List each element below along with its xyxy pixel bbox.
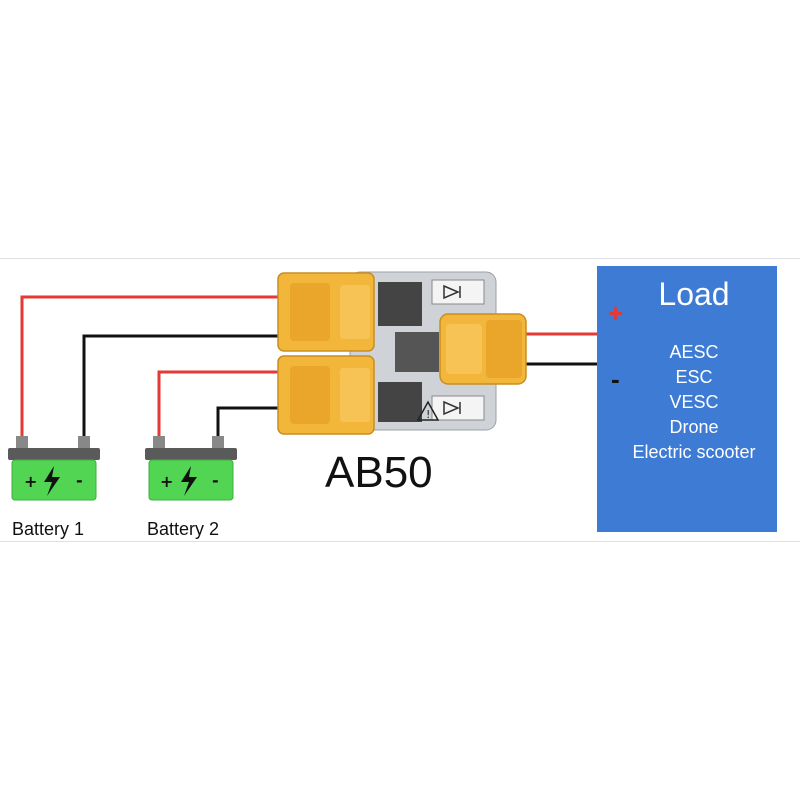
battery-2-label: Battery 2 bbox=[147, 519, 220, 539]
list-item: ESC bbox=[675, 367, 713, 387]
positive-symbol: + bbox=[608, 298, 624, 328]
ab50-module: ! bbox=[277, 271, 527, 435]
load-box: Load AESC ESC VESC Drone Electric scoote… bbox=[597, 266, 777, 532]
negative-symbol: - bbox=[611, 364, 620, 394]
svg-text:-: - bbox=[212, 471, 219, 490]
battery2-negative-wire bbox=[216, 406, 290, 442]
battery2-positive-wire bbox=[157, 370, 290, 442]
battery-1-label: Battery 1 bbox=[12, 519, 85, 539]
battery-1-icon: + - bbox=[8, 436, 100, 501]
svg-text:!: ! bbox=[426, 408, 430, 421]
battery1-negative-wire bbox=[82, 334, 290, 442]
output-connector bbox=[439, 313, 527, 385]
warning-icon bbox=[416, 400, 440, 421]
list-item: Drone bbox=[669, 417, 719, 437]
battery1-positive-wire bbox=[20, 295, 290, 442]
load-device-list: AESC ESC VESC Drone Electric scooter bbox=[597, 340, 777, 465]
model-label: AB50 bbox=[325, 448, 433, 497]
list-item: AESC bbox=[669, 342, 719, 362]
input-connector-1 bbox=[277, 272, 375, 352]
load-title: Load bbox=[658, 276, 730, 312]
battery-2-icon: + - bbox=[145, 436, 237, 501]
list-item: Electric scooter bbox=[632, 442, 756, 462]
diagram-panel bbox=[0, 258, 800, 542]
svg-text:+: + bbox=[24, 472, 37, 491]
list-item: VESC bbox=[669, 392, 719, 412]
svg-text:+: + bbox=[160, 472, 173, 491]
svg-text:-: - bbox=[76, 471, 83, 490]
input-connector-2 bbox=[277, 355, 375, 435]
